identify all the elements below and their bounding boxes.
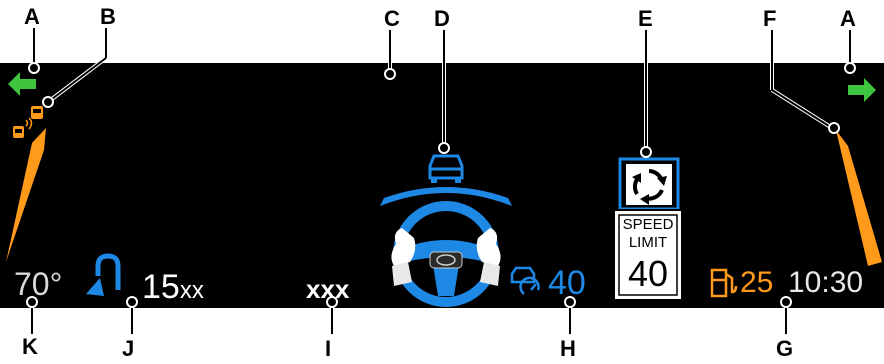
callout-a-right: A <box>840 6 856 31</box>
fuel-range-value: 25 <box>740 266 774 299</box>
following-distance-bar <box>380 187 512 206</box>
hands-on-wheel-icon <box>391 201 501 307</box>
speed-limit-sign-frame <box>613 209 683 301</box>
callout-d: D <box>434 6 450 31</box>
right-blind-spot-bar <box>836 130 882 266</box>
nav-turn-arrow-icon <box>86 253 121 296</box>
callout-e: E <box>638 6 653 31</box>
turn-signal-left-icon <box>8 72 36 96</box>
callout-a-left: A <box>24 4 40 29</box>
adaptive-cruise-icon <box>510 266 540 295</box>
roundabout-icon <box>618 157 680 211</box>
speed-limit-value: 40 <box>627 253 669 294</box>
nav-distance-unit: xx <box>179 277 204 304</box>
callout-b: B <box>100 4 116 29</box>
nav-distance: 15xx <box>142 270 204 304</box>
callout-c: C <box>384 6 400 31</box>
blind-spot-car-icon <box>13 106 43 138</box>
fuel-pump-icon <box>710 268 738 298</box>
callout-g: G <box>776 336 794 361</box>
callout-k: K <box>22 334 38 359</box>
callout-i: I <box>325 336 332 361</box>
center-placeholder-value: xxx <box>306 274 350 304</box>
callout-j: J <box>122 336 135 361</box>
callout-h: H <box>560 336 576 361</box>
cruise-set-speed: 40 <box>548 264 586 302</box>
nav-distance-value: 15 <box>142 268 180 306</box>
lead-car-icon <box>428 154 464 183</box>
speed-limit-line2: LIMIT <box>628 234 668 251</box>
callout-f: F <box>763 6 777 31</box>
speed-limit-line1: SPEED <box>622 216 674 233</box>
turn-signal-right-icon <box>848 78 876 102</box>
clock: 10:30 <box>788 266 864 299</box>
callout-dots <box>26 62 856 308</box>
outside-temperature: 70° <box>14 266 63 302</box>
left-blind-spot-bar <box>6 128 46 262</box>
